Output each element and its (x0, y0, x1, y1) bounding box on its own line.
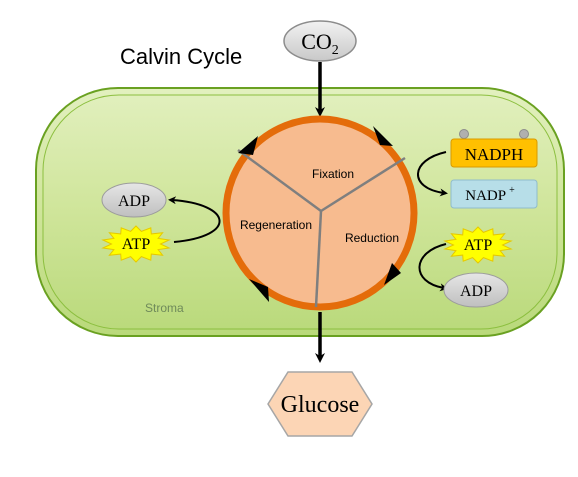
cycle-dividers (237, 148, 406, 308)
atp-burst-right: ATP (443, 226, 513, 264)
glucose-hexagon (267, 371, 373, 437)
co2-ellipse (283, 20, 357, 62)
cycle-arrow-bottom-right (384, 263, 401, 285)
adp-ellipse-right: ADP (443, 272, 509, 308)
nadph-to-nadp-arrow (417, 151, 448, 197)
stroma-label: Stroma (145, 301, 184, 315)
nadp-label: NADP+ (465, 185, 515, 204)
divider-fixation-reduction (320, 156, 406, 213)
diagram-title: Calvin Cycle (120, 44, 242, 69)
divider-reduction-regen (314, 210, 323, 308)
adp-left-label: ADP (118, 193, 150, 210)
chloroplast-inner-border (42, 94, 558, 330)
nadph-dot-left (459, 129, 469, 139)
nadph-dot-right (519, 129, 529, 139)
atp-to-adp-arrow-left (168, 196, 221, 243)
stage-regeneration: Regeneration (240, 218, 312, 232)
atp-left-label: ATP (122, 236, 151, 253)
nadp-box: NADP+ (450, 179, 538, 209)
cycle-arrow-top-left (238, 136, 258, 155)
atp-burst-left: ATP (101, 225, 171, 263)
adp-ellipse-left: ADP (101, 182, 167, 218)
cycle-arrow-top-right (373, 126, 393, 146)
nadph-label: NADPH (465, 145, 524, 164)
stage-reduction: Reduction (345, 231, 399, 245)
divider-regen-fixation (237, 148, 322, 213)
nadph-box: NADPH (450, 129, 538, 168)
adp-right-label: ADP (460, 283, 492, 300)
atp-to-adp-arrow-right (418, 243, 448, 292)
cycle-direction-arrows (238, 126, 401, 302)
co2-label: CO2 (301, 29, 339, 58)
cycle-arrow-bottom-left (249, 279, 269, 302)
stage-fixation: Fixation (312, 167, 354, 181)
atp-right-label: ATP (464, 237, 493, 254)
glucose-label: Glucose (281, 392, 360, 418)
